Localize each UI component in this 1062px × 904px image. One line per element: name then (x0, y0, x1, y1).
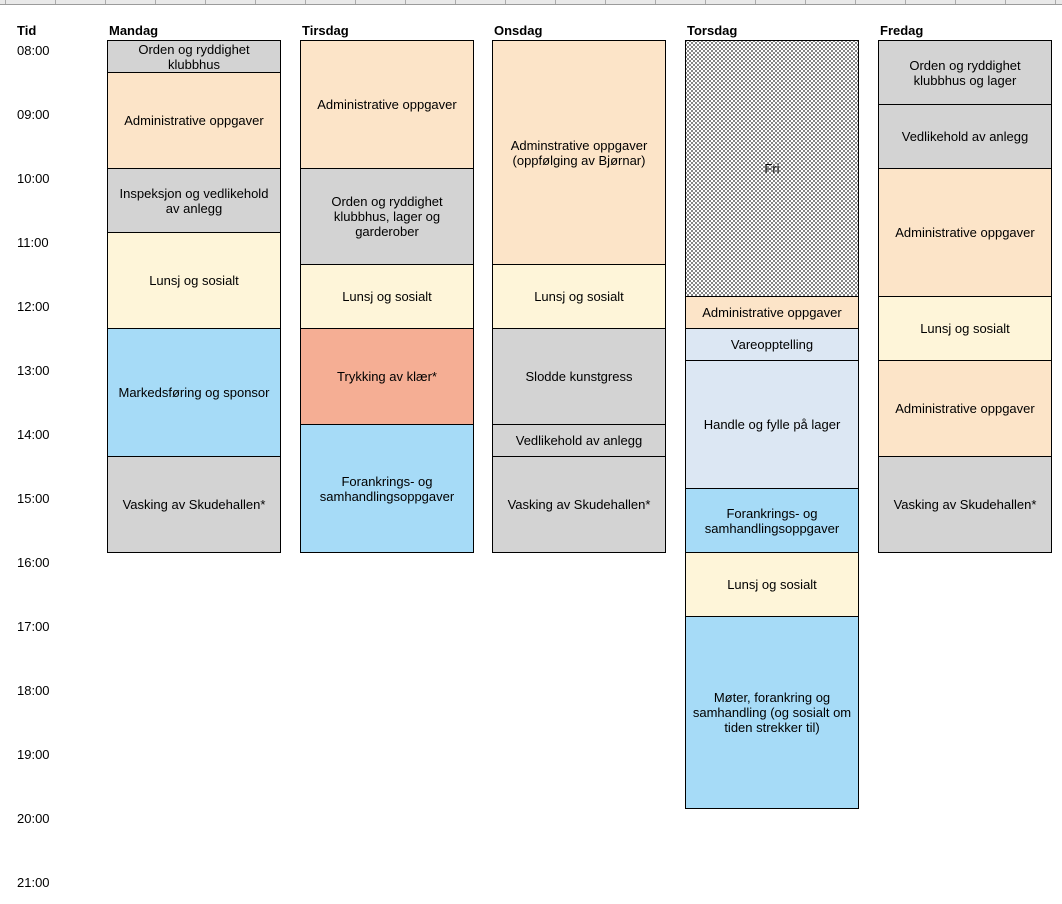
event-label: Lunsj og sosialt (149, 273, 239, 288)
event-label: Administrative oppgaver (895, 401, 1035, 416)
event-block[interactable]: Orden og ryddighet klubbhus og lager (878, 40, 1052, 105)
event-label: Administrative oppgaver (895, 225, 1035, 240)
time-label: 20:00 (17, 811, 50, 826)
time-label: 19:00 (17, 747, 50, 762)
time-label: 13:00 (17, 363, 50, 378)
time-label: 17:00 (17, 619, 50, 634)
day-header-tirsdag: Tirsdag (302, 23, 349, 38)
event-block[interactable]: Orden og ryddighet klubbhus (107, 40, 281, 73)
day-header-torsdag: Torsdag (687, 23, 738, 38)
day-header-mandag: Mandag (109, 23, 159, 38)
event-block[interactable]: Møter, forankring og samhandling (og sos… (685, 616, 859, 809)
event-label: Administrative oppgaver (702, 305, 842, 320)
event-label: Slodde kunstgress (525, 369, 633, 384)
event-block[interactable]: Forankrings- og samhandlingsoppgaver (300, 424, 474, 553)
event-label: Fri (764, 161, 780, 176)
event-block[interactable]: Orden og ryddighet klubbhus, lager og ga… (300, 168, 474, 265)
event-label: Orden og ryddighet klubbhus og lager (909, 57, 1021, 88)
event-block[interactable]: Inspeksjon og vedlikehold av anlegg (107, 168, 281, 233)
event-label: Vedlikehold av anlegg (515, 433, 643, 448)
event-block[interactable]: Slodde kunstgress (492, 328, 666, 425)
event-block[interactable]: Handle og fylle på lager (685, 360, 859, 489)
event-block[interactable]: Vasking av Skudehallen* (492, 456, 666, 553)
time-label: 09:00 (17, 107, 50, 122)
event-label: Lunsj og sosialt (727, 577, 817, 592)
time-label: 18:00 (17, 683, 50, 698)
event-block[interactable]: Lunsj og sosialt (878, 296, 1052, 361)
event-block[interactable]: Lunsj og sosialt (685, 552, 859, 617)
event-label: Orden og ryddighet klubbhus (138, 41, 250, 72)
event-block[interactable]: Forankrings- og samhandlingsoppgaver (685, 488, 859, 553)
event-label: Møter, forankring og samhandling (og sos… (692, 690, 852, 735)
time-label: 08:00 (17, 43, 50, 58)
time-label: 15:00 (17, 491, 50, 506)
event-block[interactable]: Administrative oppgaver (685, 296, 859, 329)
event-label: Handle og fylle på lager (703, 417, 841, 432)
event-block[interactable]: Vedlikehold av anlegg (492, 424, 666, 457)
event-label: Markedsføring og sponsor (118, 385, 270, 400)
event-label: Lunsj og sosialt (342, 289, 432, 304)
event-block[interactable]: Vasking av Skudehallen* (878, 456, 1052, 553)
event-block[interactable]: Administrative oppgaver (878, 360, 1052, 457)
event-block[interactable]: Adminstrative oppgaver (oppfølging av Bj… (492, 40, 666, 265)
time-label: 10:00 (17, 171, 50, 186)
event-label: Administrative oppgaver (124, 113, 264, 128)
event-block[interactable]: Lunsj og sosialt (107, 232, 281, 329)
event-label: Administrative oppgaver (317, 97, 457, 112)
event-block[interactable]: Vedlikehold av anlegg (878, 104, 1052, 169)
event-label: Adminstrative oppgaver (oppfølging av Bj… (510, 137, 648, 168)
event-label: Forankrings- og samhandlingsoppgaver (704, 505, 840, 536)
event-block[interactable]: Fri (685, 40, 859, 297)
event-label: Orden og ryddighet klubbhus, lager og ga… (331, 194, 443, 239)
event-label: Vasking av Skudehallen* (507, 497, 651, 512)
time-label: 14:00 (17, 427, 50, 442)
event-block[interactable]: Lunsj og sosialt (300, 264, 474, 329)
event-label: Lunsj og sosialt (534, 289, 624, 304)
event-block[interactable]: Lunsj og sosialt (492, 264, 666, 329)
event-label: Lunsj og sosialt (920, 321, 1010, 336)
event-label: Inspeksjon og vedlikehold av anlegg (119, 185, 269, 216)
day-header-onsdag: Onsdag (494, 23, 543, 38)
time-column-header: Tid (17, 23, 37, 38)
event-label: Vasking av Skudehallen* (893, 497, 1037, 512)
event-block[interactable]: Vareopptelling (685, 328, 859, 361)
time-label: 21:00 (17, 875, 50, 890)
spreadsheet-column-header-strip (0, 0, 1062, 5)
time-label: 11:00 (17, 235, 49, 250)
event-label: Forankrings- og samhandlingsoppgaver (319, 473, 455, 504)
day-header-fredag: Fredag (880, 23, 924, 38)
event-block[interactable]: Administrative oppgaver (107, 72, 281, 169)
event-label: Vedlikehold av anlegg (901, 129, 1029, 144)
event-block[interactable]: Administrative oppgaver (300, 40, 474, 169)
event-label: Vareopptelling (730, 337, 814, 352)
event-block[interactable]: Vasking av Skudehallen* (107, 456, 281, 553)
time-label: 12:00 (17, 299, 50, 314)
event-label: Vasking av Skudehallen* (122, 497, 266, 512)
event-block[interactable]: Administrative oppgaver (878, 168, 1052, 297)
event-block[interactable]: Trykking av klær* (300, 328, 474, 425)
event-label: Trykking av klær* (337, 369, 437, 384)
time-label: 16:00 (17, 555, 50, 570)
event-block[interactable]: Markedsføring og sponsor (107, 328, 281, 457)
